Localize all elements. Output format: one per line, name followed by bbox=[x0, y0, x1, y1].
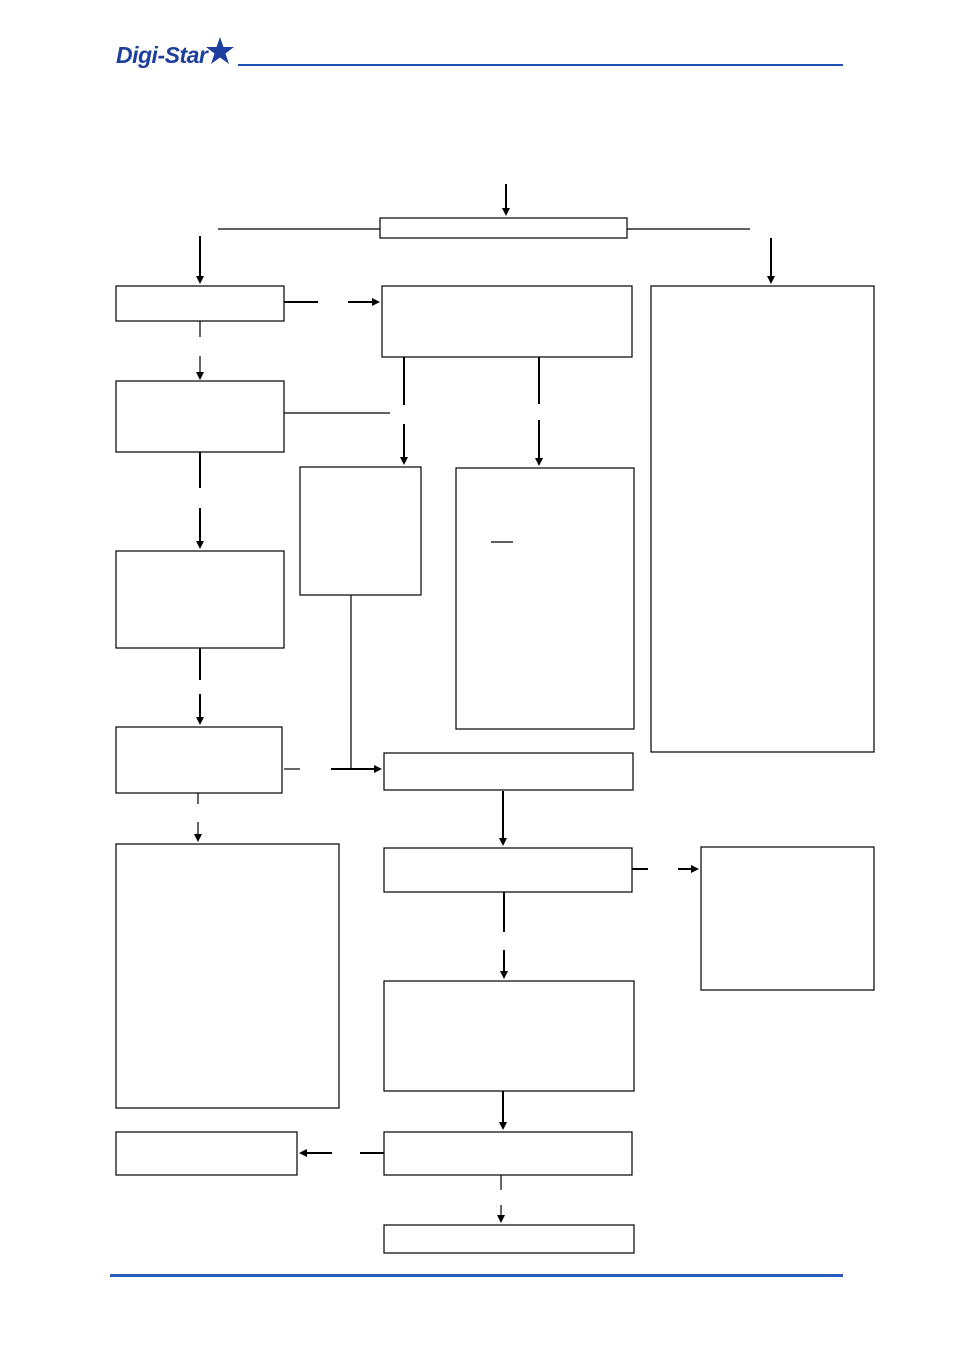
star-icon bbox=[206, 37, 235, 64]
flow-box-center-4 bbox=[383, 980, 635, 1092]
flow-box-right-tall bbox=[650, 285, 875, 753]
digi-star-logo: Digi-Star bbox=[116, 37, 235, 72]
flow-box-left-tall bbox=[115, 843, 340, 1109]
flow-box-center-right bbox=[455, 467, 635, 730]
flow-box-top bbox=[379, 217, 628, 239]
flow-box-center-5 bbox=[383, 1131, 633, 1176]
flow-box-right-side bbox=[700, 846, 875, 991]
flow-box-left-4 bbox=[115, 726, 283, 794]
flow-box-left-3 bbox=[115, 550, 285, 649]
flow-box-left-2 bbox=[115, 380, 285, 453]
flow-box-center-narrow bbox=[299, 466, 422, 596]
header-rule bbox=[238, 64, 843, 66]
flow-box-center-1 bbox=[381, 285, 633, 358]
flow-box-center-3 bbox=[383, 847, 633, 893]
footer-rule bbox=[110, 1274, 843, 1277]
flow-box-center-bottom bbox=[383, 1224, 635, 1254]
flow-box-left-1 bbox=[115, 285, 285, 322]
brand-name: Digi-Star bbox=[116, 41, 208, 68]
flow-box-left-bottom bbox=[115, 1131, 298, 1176]
flow-box-center-2 bbox=[383, 752, 634, 791]
